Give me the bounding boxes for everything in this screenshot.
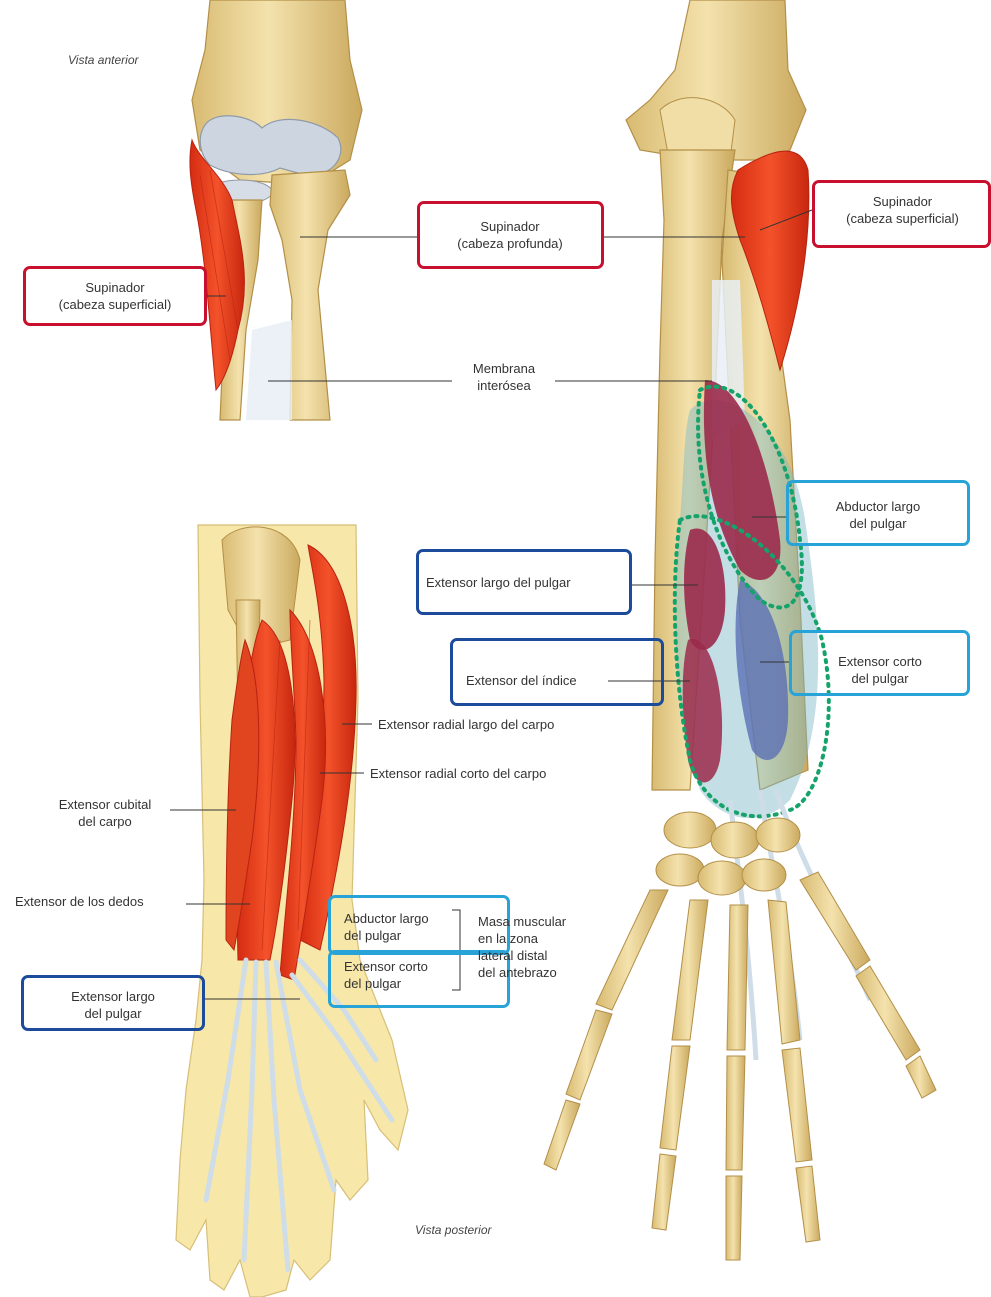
abductor-longus-right-label: Abductor largo del pulgar [835, 499, 921, 531]
extensor-brevis-right-label: Extensor corto del pulgar [838, 654, 922, 686]
supinator-superficial-left-box [23, 266, 207, 326]
ecrb-label: Extensor radial corto del carpo [370, 766, 547, 781]
elbow-cartilage [199, 115, 342, 176]
extensor-pollicis-longus-mid-label: Extensor largo del pulgar [426, 575, 571, 590]
extensor-indicis-label: Extensor del índice [466, 673, 577, 688]
extensor-indicis-deep [682, 639, 723, 783]
supinator-superficial-right-box [812, 180, 991, 248]
abductor-longus-left-box [328, 895, 510, 955]
ecu-muscle [225, 638, 260, 952]
extensor-pollicis-longus-mid-box [416, 549, 632, 615]
abductor-longus-left-label: Abductor largo del pulgar [344, 911, 429, 943]
extensor-pollicis-longus-left-box [21, 975, 205, 1031]
dotted-outline-1 [696, 384, 804, 610]
posterior-view-caption: Vista posterior [415, 1223, 492, 1237]
ecu-label: Extensor cubital del carpo [58, 797, 152, 829]
interosseous-membrane-anterior [246, 320, 292, 420]
dotted-outline-2 [672, 514, 831, 819]
posterior-deep-figure [543, 0, 937, 1261]
anterior-view-caption: Vista anterior [68, 53, 139, 67]
extensor-indicis-box [450, 638, 664, 706]
abductor-longus-deep [703, 380, 781, 580]
extensor-pollicis-longus-left-label: Extensor largo del pulgar [71, 989, 155, 1021]
extensor-brevis-right-box [789, 630, 970, 696]
supinator-muscle-anterior [189, 138, 245, 392]
supinator-deep-box [417, 201, 604, 269]
anterior-elbow-figure [189, 0, 452, 421]
deep-muscle-group [672, 380, 831, 819]
extensor-brevis-left-label: Extensor corto del pulgar [344, 959, 428, 991]
hand-bones-right [543, 871, 937, 1261]
extensor-digitorum-label: Extensor de los dedos [15, 894, 144, 909]
supinator-muscle-right [730, 150, 810, 372]
extensor-brevis-left-box [328, 950, 510, 1008]
ulna-bone [269, 169, 351, 421]
carpal-bones [655, 811, 801, 896]
extensor-brevis-deep [735, 580, 789, 760]
extensor-tendons [203, 957, 395, 1273]
supinator-superficial-left-label: Supinador (cabeza superficial) [58, 280, 172, 312]
extensor-pollicis-longus-deep [684, 528, 726, 650]
outcropping-muscle-label: Masa muscular en la zona lateral distal … [478, 914, 567, 980]
supinator-deep-label: Supinador (cabeza profunda) [457, 219, 563, 251]
interosseous-membrane-label: Membrana interósea [472, 361, 536, 393]
abductor-longus-right-box [786, 480, 970, 546]
superficial-posterior-figure [170, 524, 461, 1297]
ecrl-label: Extensor radial largo del carpo [378, 717, 555, 732]
supinator-superficial-right-label: Supinador (cabeza superficial) [846, 194, 959, 226]
